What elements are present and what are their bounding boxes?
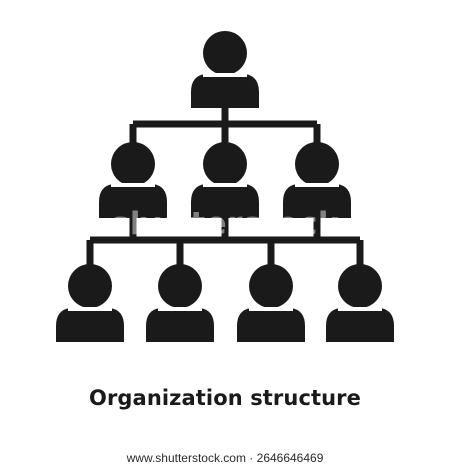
connector-lines [86, 108, 364, 266]
person-icon-level2-right [283, 142, 351, 218]
organization-structure-icon [56, 31, 394, 342]
person-icon-level2-center [191, 142, 259, 218]
person-icon-level2-left [99, 142, 167, 218]
person-icon-level3-2 [146, 264, 214, 342]
caption-title: Organization structure [89, 386, 361, 410]
person-icon-level3-4 [326, 264, 394, 342]
person-icon-level3-1 [56, 264, 124, 342]
person-icon-level3-3 [237, 264, 305, 342]
person-icon-top [191, 31, 259, 108]
footer-credit: www.shutterstock.com · 2646646469 [0, 446, 450, 470]
